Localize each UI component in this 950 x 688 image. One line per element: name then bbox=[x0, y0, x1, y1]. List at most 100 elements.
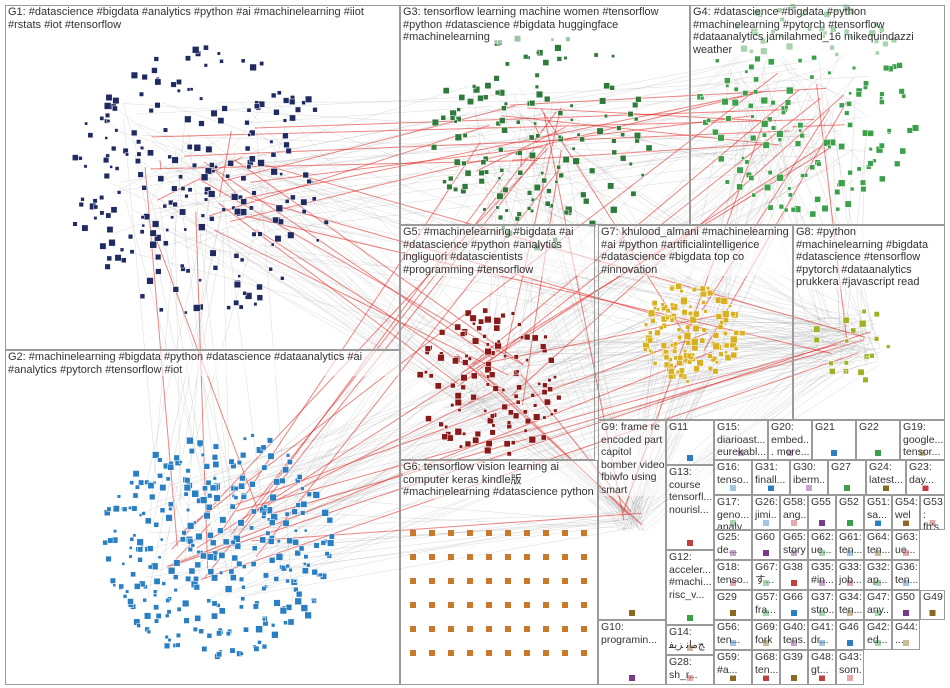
group-label-g11: G11 bbox=[669, 421, 713, 434]
group-box-g62: G62: ue... bbox=[808, 530, 836, 560]
group-label-g39: G39 bbox=[783, 651, 807, 664]
group-box-g35: G35: #in... bbox=[808, 560, 836, 590]
group-label-g53: G53: fb's... bbox=[923, 496, 944, 530]
group-box-g55: G55 bbox=[808, 495, 836, 530]
group-box-g60: G60 bbox=[752, 530, 780, 560]
group-label-g34: G34: ten... bbox=[839, 591, 863, 616]
group-box-g31: G31: finall... bbox=[752, 460, 790, 495]
group-box-g9: G9: frame re encoded part capitol bomber… bbox=[598, 420, 666, 620]
group-label-g6: G6: tensorflow vision learning ai comput… bbox=[403, 461, 597, 499]
group-label-g52: G52 bbox=[839, 496, 863, 509]
group-box-g69: G69: fork bbox=[752, 620, 780, 650]
group-label-g26: G26: jimi... cou... bbox=[755, 496, 779, 530]
group-label-g58: G58: ang... bbox=[783, 496, 807, 530]
group-box-g65: G65: story bbox=[780, 530, 808, 560]
group-label-g54: G54: wel bbox=[895, 496, 919, 521]
group-box-g40: G40: tens... bbox=[780, 620, 808, 650]
group-label-g68: G68: ten... bbox=[755, 651, 779, 676]
group-label-g33: G33: job... bbox=[839, 561, 863, 586]
group-box-g25: G25: de... ten... bbox=[714, 530, 752, 560]
group-label-g30: G30: iberm... bbox=[793, 461, 827, 495]
group-label-g63: G63: ue... bbox=[895, 531, 919, 556]
group-label-g38: G38 bbox=[783, 561, 807, 574]
group-label-g61: G61: ten... bbox=[839, 531, 863, 556]
group-label-g3: G3: tensorflow learning machine women #t… bbox=[403, 6, 689, 44]
group-label-g29: G29 bbox=[717, 591, 751, 604]
group-box-g66: G66 bbox=[780, 590, 808, 620]
group-box-g51: G51: sa... bbox=[864, 495, 892, 530]
group-box-g26: G26: jimi... cou... bbox=[752, 495, 780, 530]
group-label-g5: G5: #machinelearning #bigdata #ai #datas… bbox=[403, 226, 594, 276]
group-box-g33: G33: job... bbox=[836, 560, 864, 590]
group-box-g43: G43: som... bbox=[836, 650, 864, 685]
group-label-g25: G25: de... ten... bbox=[717, 531, 751, 560]
group-box-g49: G49 bbox=[920, 590, 945, 620]
group-box-g28: G28: sh_r... bbox=[666, 655, 714, 685]
group-label-g59: G59: #a... bbox=[717, 651, 751, 676]
group-label-g8: G8: #python #machinelearning #bigdata #d… bbox=[796, 226, 944, 289]
group-box-g15: G15: diarioast... eurekabl... bbox=[714, 420, 768, 460]
group-label-g46: G46 bbox=[839, 621, 863, 634]
group-box-g2: G2: #machinelearning #bigdata #python #d… bbox=[5, 350, 400, 685]
group-label-g7: G7: khulood_almani #machinelearning #ai … bbox=[601, 226, 792, 276]
group-box-g46: G46 bbox=[836, 620, 864, 650]
group-box-g3: G3: tensorflow learning machine women #t… bbox=[400, 5, 690, 225]
group-label-g41: G41: dr... bbox=[811, 621, 835, 646]
group-box-g57: G57: fra... bbox=[752, 590, 780, 620]
group-box-g13: G13: course tensorfl... nourisl... bbox=[666, 465, 714, 550]
group-box-g7: G7: khulood_almani #machinelearning #ai … bbox=[598, 225, 793, 420]
group-box-g14: G14: ﺞﻣﺎﻧ ﺰﻳﻔ bbox=[666, 625, 714, 655]
group-box-g24: G24: latest... bbox=[866, 460, 906, 495]
group-box-g19: G19: google... tensor... bbox=[900, 420, 945, 460]
group-label-g62: G62: ue... bbox=[811, 531, 835, 556]
group-label-g21: G21 bbox=[815, 421, 855, 434]
group-box-g59: G59: #a... bbox=[714, 650, 752, 685]
group-box-g17: G17: geno... analy... bbox=[714, 495, 752, 530]
group-box-g34: G34: ten... bbox=[836, 590, 864, 620]
group-label-g56: G56: ten... bbox=[717, 621, 751, 646]
group-label-g23: G23: day... bbox=[909, 461, 944, 486]
group-label-g28: G28: sh_r... bbox=[669, 656, 713, 681]
group-label-g60: G60 bbox=[755, 531, 779, 544]
group-label-g49: G49 bbox=[923, 591, 944, 604]
group-label-g24: G24: latest... bbox=[869, 461, 905, 486]
group-box-g52: G52 bbox=[836, 495, 864, 530]
group-box-g54: G54: wel bbox=[892, 495, 920, 530]
group-box-g21: G21 bbox=[812, 420, 856, 460]
group-label-g20: G20: embed... more... bbox=[771, 421, 811, 459]
group-label-g14: G14: ﺞﻣﺎﻧ ﺰﻳﻔ bbox=[669, 626, 713, 651]
group-label-g44: G44: ... bbox=[895, 621, 919, 646]
group-box-g63: G63: ue... bbox=[892, 530, 920, 560]
group-label-g2: G2: #machinelearning #bigdata #python #d… bbox=[8, 351, 399, 376]
group-label-g36: G36: ten... bbox=[895, 561, 919, 586]
group-label-g64: G64: ten... bbox=[867, 531, 891, 556]
group-box-g68: G68: ten... bbox=[752, 650, 780, 685]
group-label-g22: G22 bbox=[859, 421, 899, 434]
group-box-g56: G56: ten... bbox=[714, 620, 752, 650]
group-label-g51: G51: sa... bbox=[867, 496, 891, 521]
group-label-g32: G32: ap... bbox=[867, 561, 891, 586]
group-label-g4: G4: #datascience #bigdata #python #machi… bbox=[693, 6, 944, 56]
group-box-g64: G64: ten... bbox=[864, 530, 892, 560]
group-box-g30: G30: iberm... bbox=[790, 460, 828, 495]
group-box-g44: G44: ... bbox=[892, 620, 920, 650]
group-box-g22: G22 bbox=[856, 420, 900, 460]
group-box-g10: G10: programin... bbox=[598, 620, 666, 685]
group-box-g6: G6: tensorflow vision learning ai comput… bbox=[400, 460, 598, 685]
group-label-g15: G15: diarioast... eurekabl... bbox=[717, 421, 767, 459]
group-box-g5: G5: #machinelearning #bigdata #ai #datas… bbox=[400, 225, 595, 460]
group-label-g37: G37: stro... bbox=[811, 591, 835, 620]
group-box-g12: G12: acceler... #machi... risc_v... bbox=[666, 550, 714, 625]
group-label-g69: G69: fork bbox=[755, 621, 779, 646]
group-box-g39: G39 bbox=[780, 650, 808, 685]
group-label-g65: G65: story bbox=[783, 531, 807, 556]
group-box-g47: G47: any... bbox=[864, 590, 892, 620]
group-box-g37: G37: stro... bbox=[808, 590, 836, 620]
group-box-g11: G11 bbox=[666, 420, 714, 465]
group-label-g1: G1: #datascience #bigdata #analytics #py… bbox=[8, 6, 399, 31]
group-label-g9: G9: frame re encoded part capitol bomber… bbox=[601, 421, 665, 496]
group-label-g31: G31: finall... bbox=[755, 461, 789, 486]
group-label-g18: G18: tenso... kzhtt... bbox=[717, 561, 751, 590]
group-label-g57: G57: fra... bbox=[755, 591, 779, 616]
